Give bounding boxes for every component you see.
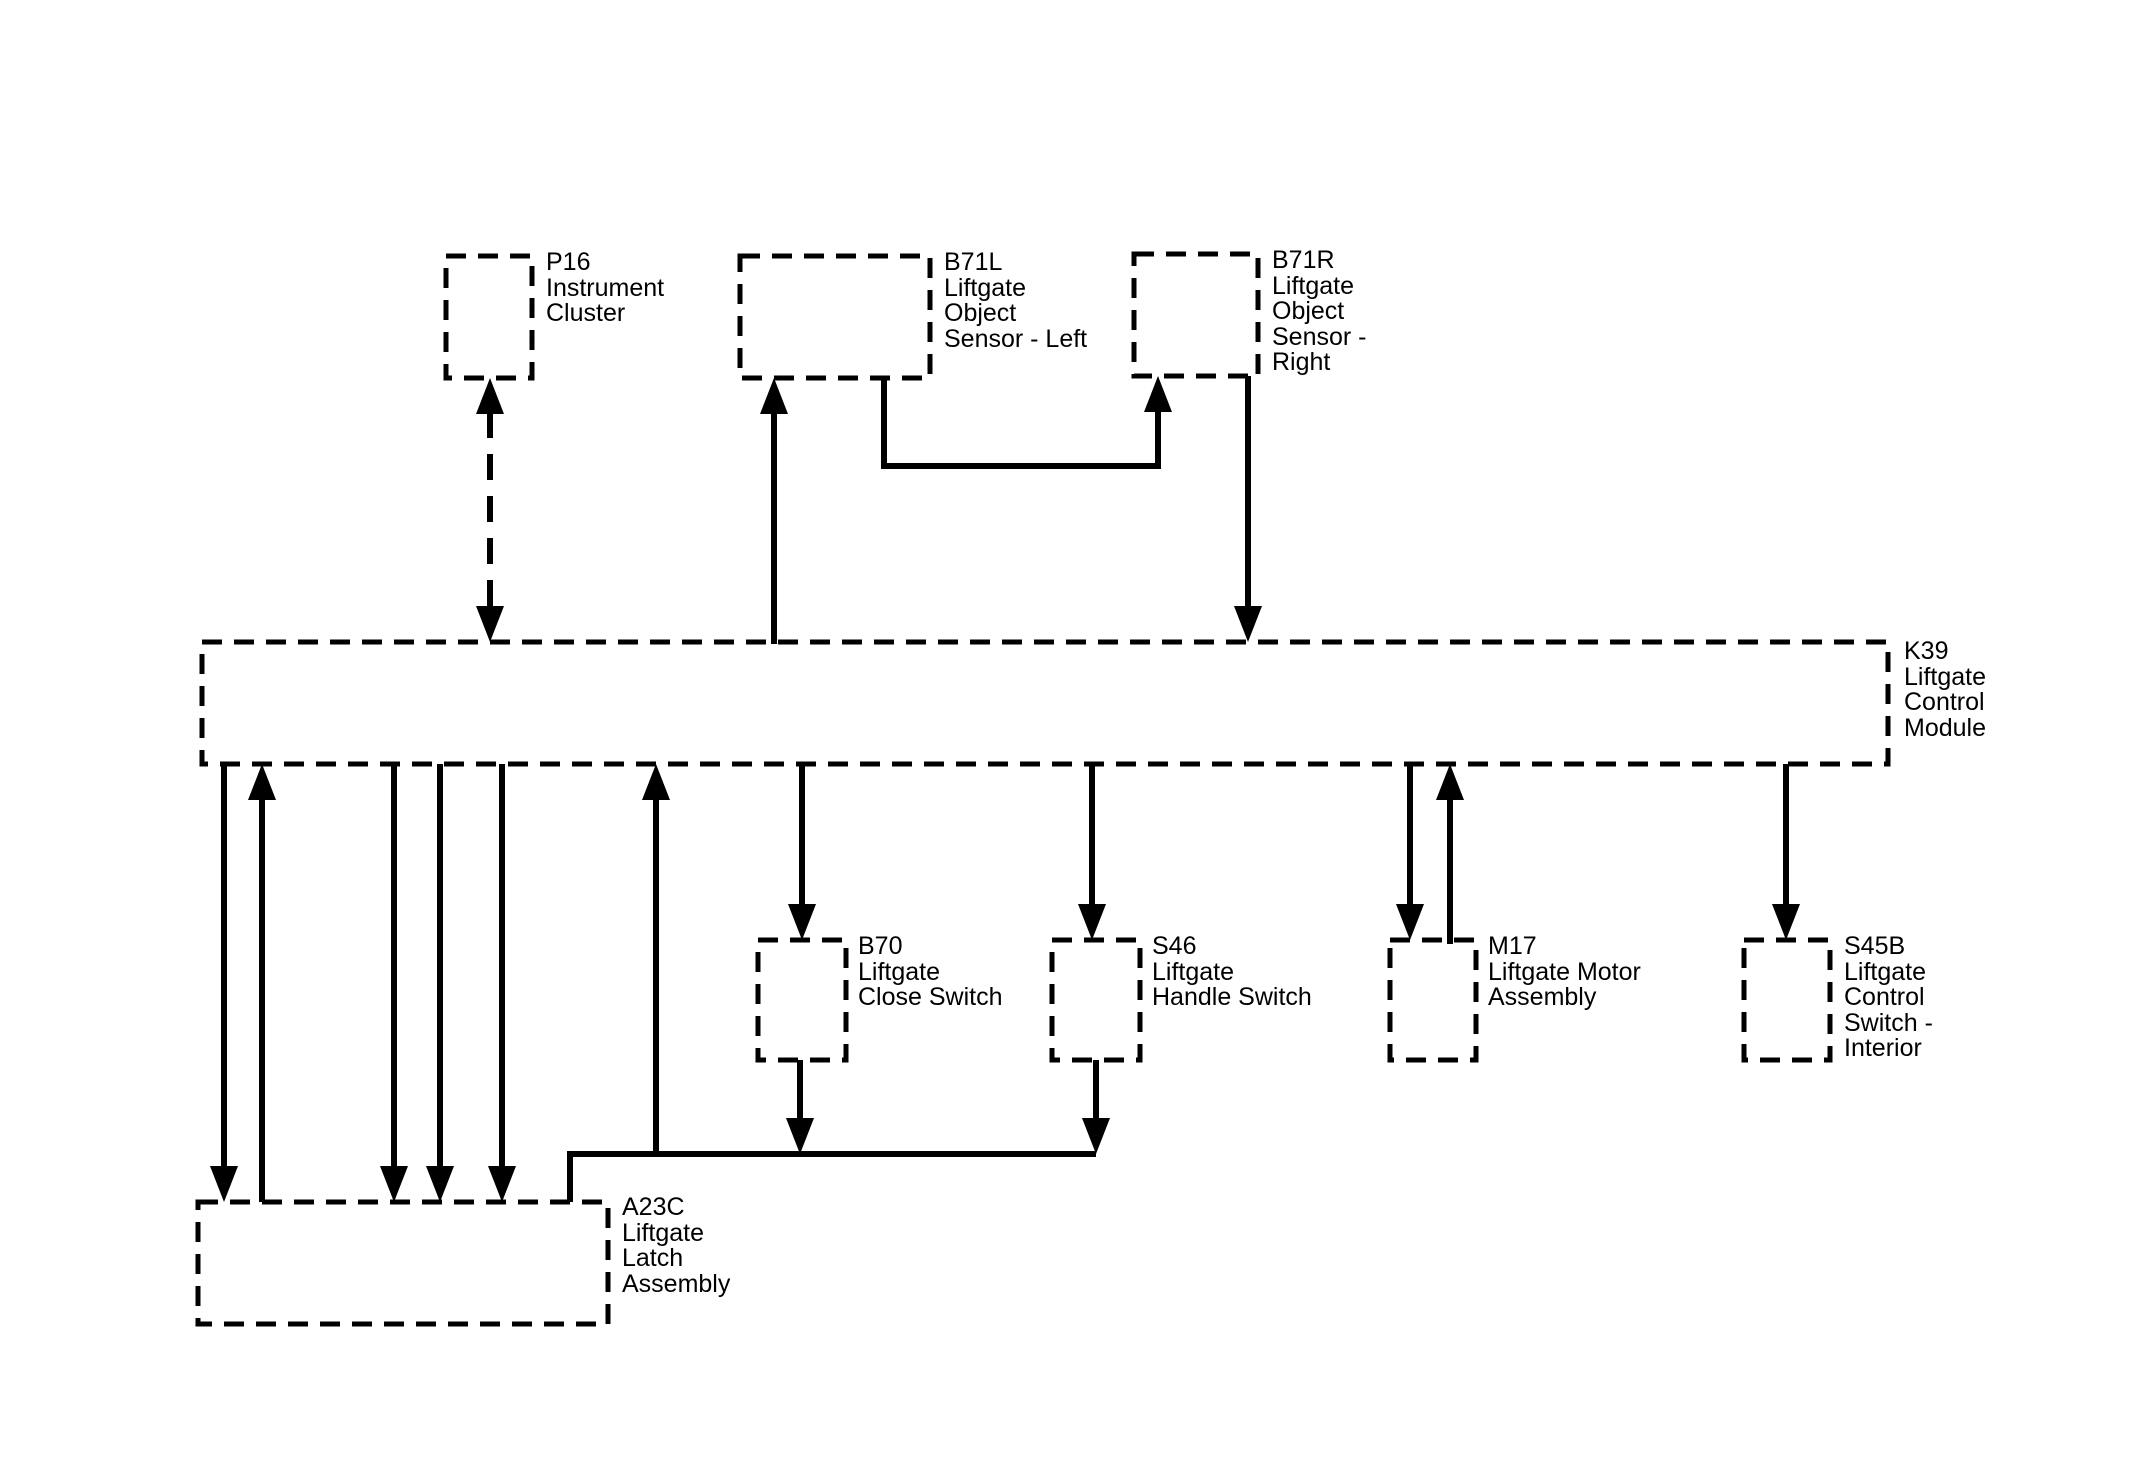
wire-p16-k39 xyxy=(476,378,504,642)
a23c-box xyxy=(195,1199,611,1327)
p16-label: P16 Instrument Cluster xyxy=(546,248,665,327)
wire-k39-a23c-3 xyxy=(426,764,454,1202)
s45b-box xyxy=(1741,937,1833,1063)
wire-k39-a23c-1 xyxy=(210,764,238,1202)
wire-k39-s45b xyxy=(1772,764,1800,940)
wire-k39-b70 xyxy=(788,764,816,940)
b71l-box xyxy=(737,253,933,381)
p16-box xyxy=(443,253,535,381)
wire-k39-s46 xyxy=(1078,764,1106,940)
wire-k39-m17 xyxy=(1396,764,1424,940)
s46-box xyxy=(1049,937,1143,1063)
wire-b71r-k39 xyxy=(1234,376,1262,642)
s46-label: S46 Liftgate Handle Switch xyxy=(1152,932,1312,1011)
a23c-label: A23C Liftgate Latch Assembly xyxy=(622,1193,731,1298)
s45b-label: S45B Liftgate Control Switch - Interior xyxy=(1844,932,1933,1062)
k39-label: K39 Liftgate Control Module xyxy=(1904,637,1987,742)
m17-box xyxy=(1387,937,1479,1063)
wire-a23c-k39-1 xyxy=(248,764,276,1202)
wire-s46-bus xyxy=(1082,1060,1110,1154)
b71r-label: B71R Liftgate Object Sensor - Right xyxy=(1272,246,1367,376)
wire-b71l-b71r xyxy=(881,376,1172,469)
wire-latch-bus-k39 xyxy=(567,764,1096,1202)
b71l-label: B71L Liftgate Object Sensor - Left xyxy=(944,248,1088,353)
wire-b70-bus xyxy=(786,1060,814,1154)
wire-k39-a23c-2 xyxy=(380,764,408,1202)
wire-m17-k39 xyxy=(1436,764,1464,944)
k39-box xyxy=(199,639,1891,767)
b70-box xyxy=(755,937,849,1063)
b71r-box xyxy=(1131,251,1261,379)
wire-k39-a23c-4 xyxy=(488,764,516,1202)
b70-label: B70 Liftgate Close Switch xyxy=(858,932,1003,1011)
m17-label: M17 Liftgate Motor Assembly xyxy=(1488,932,1641,1011)
wire-k39-b71l xyxy=(760,378,788,644)
